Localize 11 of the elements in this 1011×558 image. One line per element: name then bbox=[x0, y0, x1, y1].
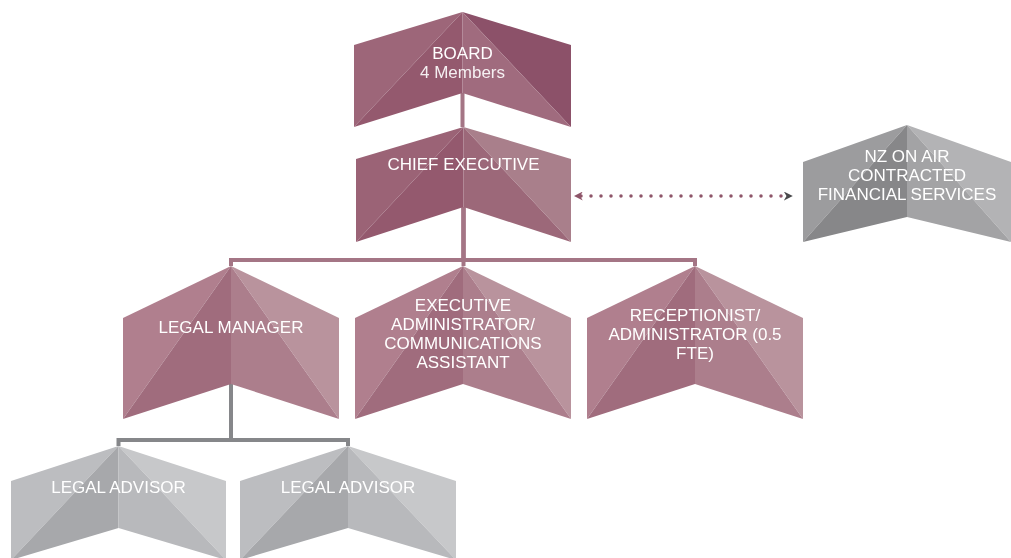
role-title: LEGAL MANAGER bbox=[157, 318, 305, 337]
member-count: 4 Members bbox=[419, 63, 506, 82]
connector-line bbox=[461, 207, 697, 266]
role-title: LEGAL ADVISOR bbox=[279, 478, 417, 497]
role-title: NZ ON AIR CONTRACTED FINANCIAL SERVICES bbox=[816, 147, 998, 204]
role-title: LEGAL ADVISOR bbox=[50, 478, 187, 497]
role-title: BOARD bbox=[431, 44, 494, 63]
role-title: RECEPTIONIST/ ADMINISTRATOR (0.5 FTE) bbox=[607, 306, 783, 363]
role-title: CHIEF EXECUTIVE bbox=[386, 155, 541, 174]
role-title: EXECUTIVE ADMINISTRATOR/ COMMUNICATIONS ASSISTANT bbox=[383, 296, 543, 372]
double-arrow bbox=[573, 191, 793, 201]
